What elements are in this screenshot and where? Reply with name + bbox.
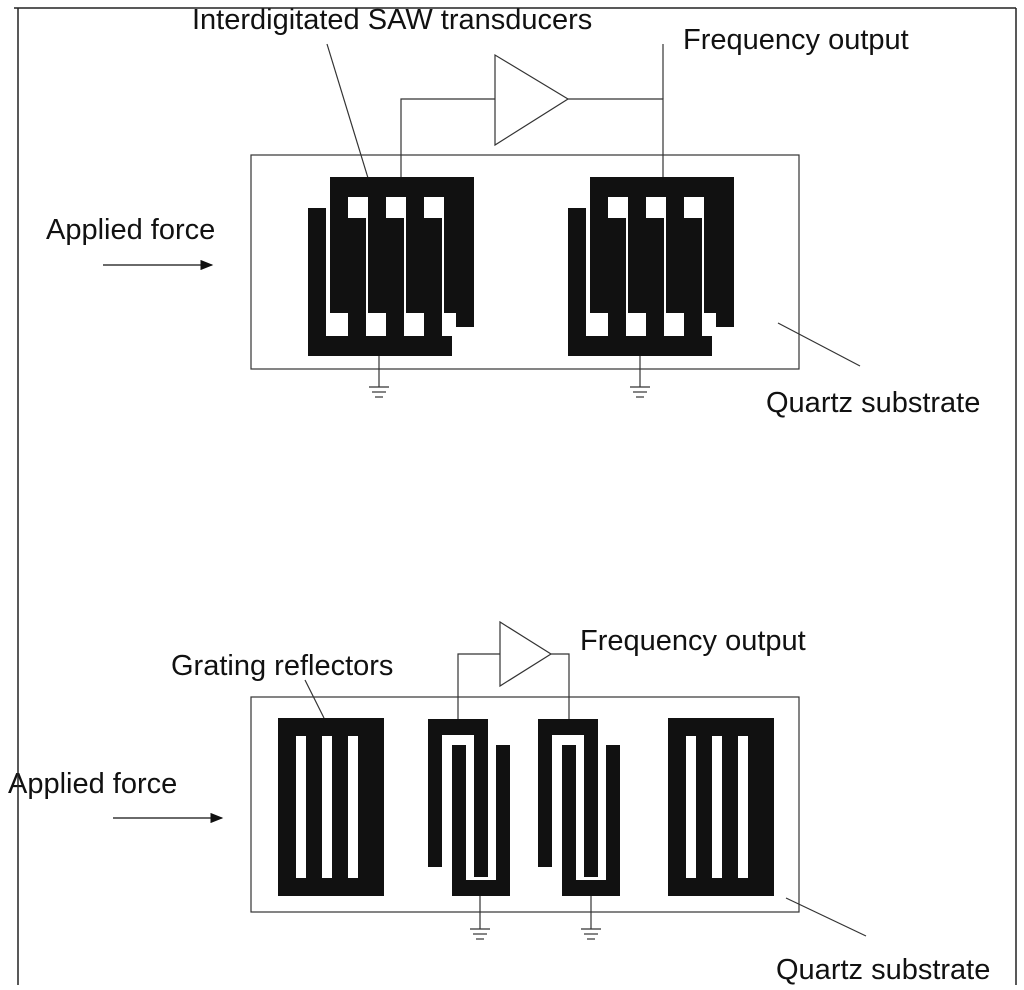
reflectors-label: Grating reflectors [171,650,394,682]
top-substrate-rect [250,154,800,370]
top-idt-left [308,177,474,356]
bottom-substrate-label: Quartz substrate [776,954,991,986]
bottom-applied-force-label: Applied force [8,768,178,800]
bottom-amplifier-wiring [457,653,570,719]
bottom-diagram [113,620,867,940]
bottom-ground-left-icon [470,896,490,940]
top-diagram [103,43,861,398]
top-frequency-output-label: Frequency output [683,24,909,56]
top-transducer-leader [326,43,369,179]
top-ground-right-icon [630,356,650,398]
bottom-idt-right [538,719,620,896]
bottom-frequency-output-label: Frequency output [580,625,806,657]
bottom-reflector-right [668,718,774,896]
bottom-amplifier-icon [499,620,553,688]
bottom-reflector-leader [304,679,325,719]
figure-frame [14,7,1017,985]
top-substrate-leader [777,322,861,367]
bottom-idt-left [428,719,510,896]
bottom-ground-right-icon [581,896,601,940]
top-applied-force-label: Applied force [46,214,216,246]
bottom-substrate-rect [250,696,800,913]
top-substrate-label: Quartz substrate [766,387,981,419]
top-ground-left-icon [369,356,389,398]
bottom-reflector-left [278,718,384,896]
top-amplifier-icon [494,53,570,147]
bottom-substrate-leader [785,897,867,937]
top-amplifier-wiring [400,44,664,178]
top-idt-right [568,177,734,356]
transducers-label: Interdigitated SAW transducers [192,4,593,36]
